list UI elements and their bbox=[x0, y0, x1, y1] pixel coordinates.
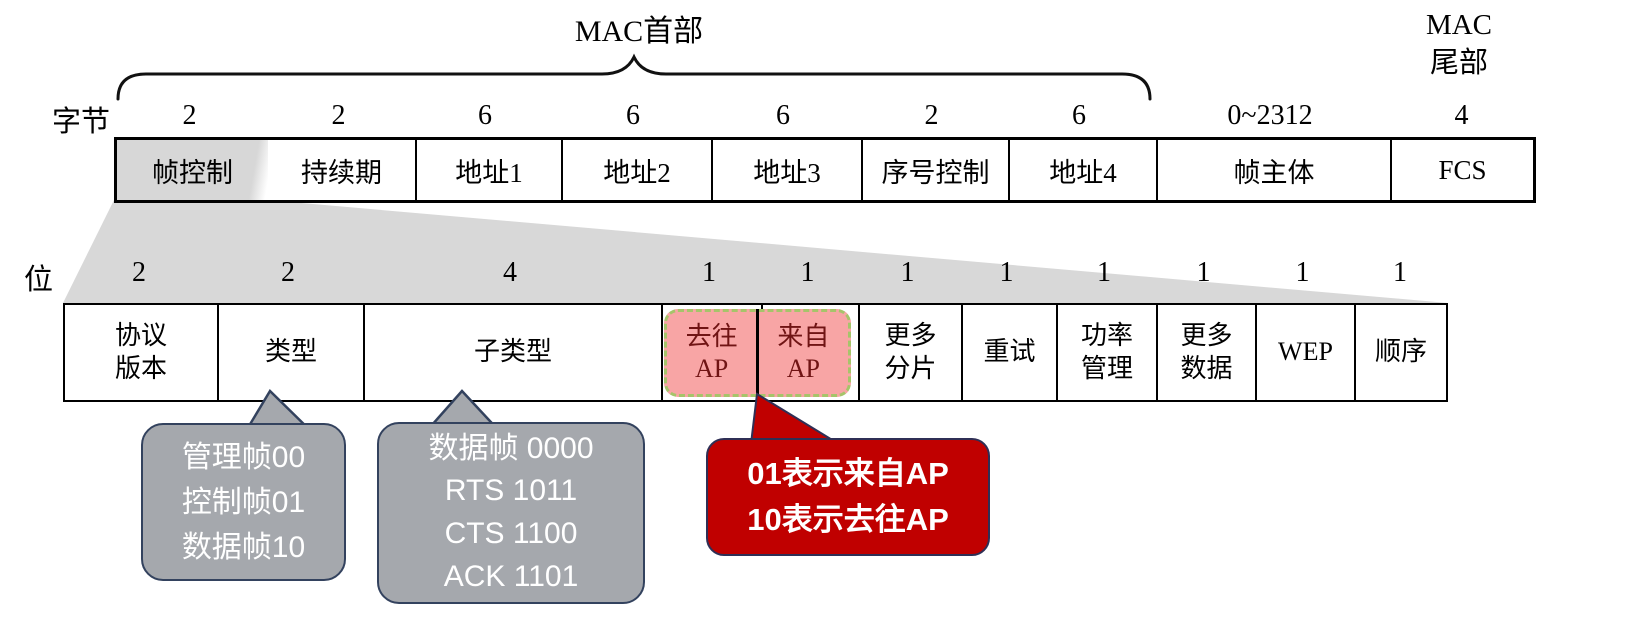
bit-field-to-ap bbox=[661, 305, 761, 400]
bit-field-line: 数据 bbox=[1180, 353, 1233, 383]
callout-line: 10表示去往AP bbox=[747, 502, 949, 537]
bit-field-line: 版本 bbox=[114, 353, 167, 383]
bit-field-line: 类型 bbox=[264, 337, 317, 367]
bit-row-label: 位 bbox=[24, 264, 54, 296]
bit-size-to-ap: 1 bbox=[702, 257, 716, 288]
bit-size-row: 2 2 4 1 1 1 1 1 1 1 1 bbox=[63, 254, 1448, 292]
callout-line: 01表示来自AP bbox=[747, 455, 949, 491]
byte-size-fcs: 4 bbox=[1454, 100, 1469, 131]
bit-field-line: 更多 bbox=[1180, 321, 1233, 351]
byte-field-label: 地址1 bbox=[455, 157, 523, 188]
bit-field-line: 顺序 bbox=[1374, 337, 1427, 367]
bit-field-line: 去往 bbox=[685, 321, 738, 351]
bit-field-more-fragments: 更多 分片 bbox=[858, 305, 961, 400]
byte-field-label: 地址2 bbox=[603, 157, 671, 188]
bit-field-line: 更多 bbox=[884, 321, 937, 351]
byte-field-label: FCS bbox=[1438, 154, 1487, 185]
mac-trailer-title: MAC 尾部 bbox=[1386, 6, 1532, 83]
bit-size-wep: 1 bbox=[1295, 257, 1310, 288]
byte-size-duration: 2 bbox=[331, 100, 346, 131]
byte-field-sequence-control: 序号控制 bbox=[861, 140, 1008, 200]
bit-field-retry: 重试 bbox=[961, 305, 1056, 400]
bit-field-type: 类型 bbox=[217, 305, 363, 400]
bit-field-line: 协议 bbox=[114, 321, 167, 351]
bit-field-line: 管理 bbox=[1080, 353, 1133, 383]
callout-line: 数据帧10 bbox=[181, 530, 306, 564]
zoom-lens-trapezoid bbox=[63, 200, 1448, 303]
byte-size-address3: 6 bbox=[776, 100, 790, 131]
bit-field-line: WEP bbox=[1278, 337, 1333, 367]
mac-trailer-line1: MAC bbox=[1425, 9, 1493, 41]
bit-field-wep: WEP bbox=[1255, 305, 1354, 400]
byte-size-frame-body: 0~2312 bbox=[1227, 100, 1313, 131]
byte-field-label: 帧主体 bbox=[1233, 157, 1315, 188]
bit-field-order: 顺序 bbox=[1354, 305, 1446, 400]
callout-line: 控制帧01 bbox=[181, 485, 306, 519]
byte-size-sequence-control: 2 bbox=[924, 100, 939, 131]
byte-field-frame-control: 帧控制 bbox=[117, 140, 268, 200]
mac-header-brace bbox=[116, 53, 1152, 101]
bit-field-more-data: 更多 数据 bbox=[1156, 305, 1255, 400]
ap-flags-callout: 01表示来自AP 10表示去往AP bbox=[706, 438, 990, 556]
byte-field-address3: 地址3 bbox=[711, 140, 861, 200]
callout-line: ACK 1101 bbox=[443, 559, 579, 593]
byte-field-frame-body: 帧主体 bbox=[1156, 140, 1390, 200]
byte-field-table: 帧控制 持续期 地址1 地址2 地址3 序号控制 地址4 帧主体 FCS bbox=[114, 137, 1536, 203]
bit-field-from-ap-highlight: 来自 AP bbox=[759, 312, 848, 394]
byte-field-address1: 地址1 bbox=[415, 140, 561, 200]
bit-field-to-ap-highlight: 去往 AP bbox=[667, 312, 756, 394]
bit-size-from-ap: 1 bbox=[800, 257, 815, 288]
bit-size-type: 2 bbox=[281, 257, 295, 288]
byte-field-duration: 持续期 bbox=[268, 140, 415, 200]
bit-field-line: 来自 bbox=[777, 321, 830, 351]
bit-size-more-data: 1 bbox=[1196, 257, 1211, 288]
callout-line: RTS 1011 bbox=[444, 474, 578, 508]
bit-field-subtype: 子类型 bbox=[363, 305, 661, 400]
byte-size-address4: 6 bbox=[1072, 100, 1086, 131]
ap-flags-highlight: 去往 AP 来自 AP bbox=[664, 309, 851, 397]
byte-size-address2: 6 bbox=[626, 100, 640, 131]
mac-trailer-line2: 尾部 bbox=[1429, 47, 1488, 80]
bit-size-power-management: 1 bbox=[1097, 257, 1111, 288]
type-values-callout: 管理帧00 控制帧01 数据帧10 bbox=[141, 423, 346, 581]
bit-field-power-management: 功率 管理 bbox=[1056, 305, 1156, 400]
bit-size-more-fragments: 1 bbox=[900, 257, 915, 288]
bit-size-protocol-version: 2 bbox=[132, 257, 146, 288]
bit-field-line: 分片 bbox=[884, 353, 937, 383]
callout-line: 数据帧 0000 bbox=[428, 431, 594, 465]
bit-field-line: 子类型 bbox=[473, 337, 552, 367]
bit-field-line: AP bbox=[695, 354, 729, 383]
bit-field-protocol-version: 协议 版本 bbox=[65, 305, 217, 400]
byte-field-address2: 地址2 bbox=[561, 140, 711, 200]
bit-field-line: 重试 bbox=[983, 337, 1036, 367]
bit-field-line: AP bbox=[786, 354, 820, 383]
callout-line: CTS 1100 bbox=[444, 517, 578, 550]
byte-field-label: 序号控制 bbox=[881, 157, 990, 188]
byte-field-address4: 地址4 bbox=[1008, 140, 1156, 200]
byte-size-frame-control: 2 bbox=[182, 100, 197, 131]
byte-field-label: 帧控制 bbox=[152, 157, 233, 188]
byte-row-label: 字节 bbox=[52, 106, 111, 138]
byte-field-label: 地址4 bbox=[1049, 157, 1117, 188]
bit-size-subtype: 4 bbox=[503, 257, 517, 288]
byte-size-row: 2 2 6 6 6 2 6 0~2312 4 bbox=[114, 98, 1536, 134]
byte-field-fcs: FCS bbox=[1390, 140, 1533, 200]
bit-size-order: 1 bbox=[1393, 257, 1407, 288]
ap-cell-divider bbox=[756, 309, 759, 397]
byte-size-address1: 6 bbox=[478, 100, 492, 131]
bit-size-retry: 1 bbox=[999, 257, 1014, 288]
byte-field-label: 持续期 bbox=[301, 157, 382, 188]
mac-header-title: MAC首部 bbox=[574, 15, 704, 48]
callout-line: 管理帧00 bbox=[181, 440, 306, 474]
bit-field-line: 功率 bbox=[1080, 321, 1133, 351]
subtype-values-callout: 数据帧 0000 RTS 1011 CTS 1100 ACK 1101 bbox=[377, 422, 645, 604]
byte-field-label: 地址3 bbox=[753, 157, 821, 188]
